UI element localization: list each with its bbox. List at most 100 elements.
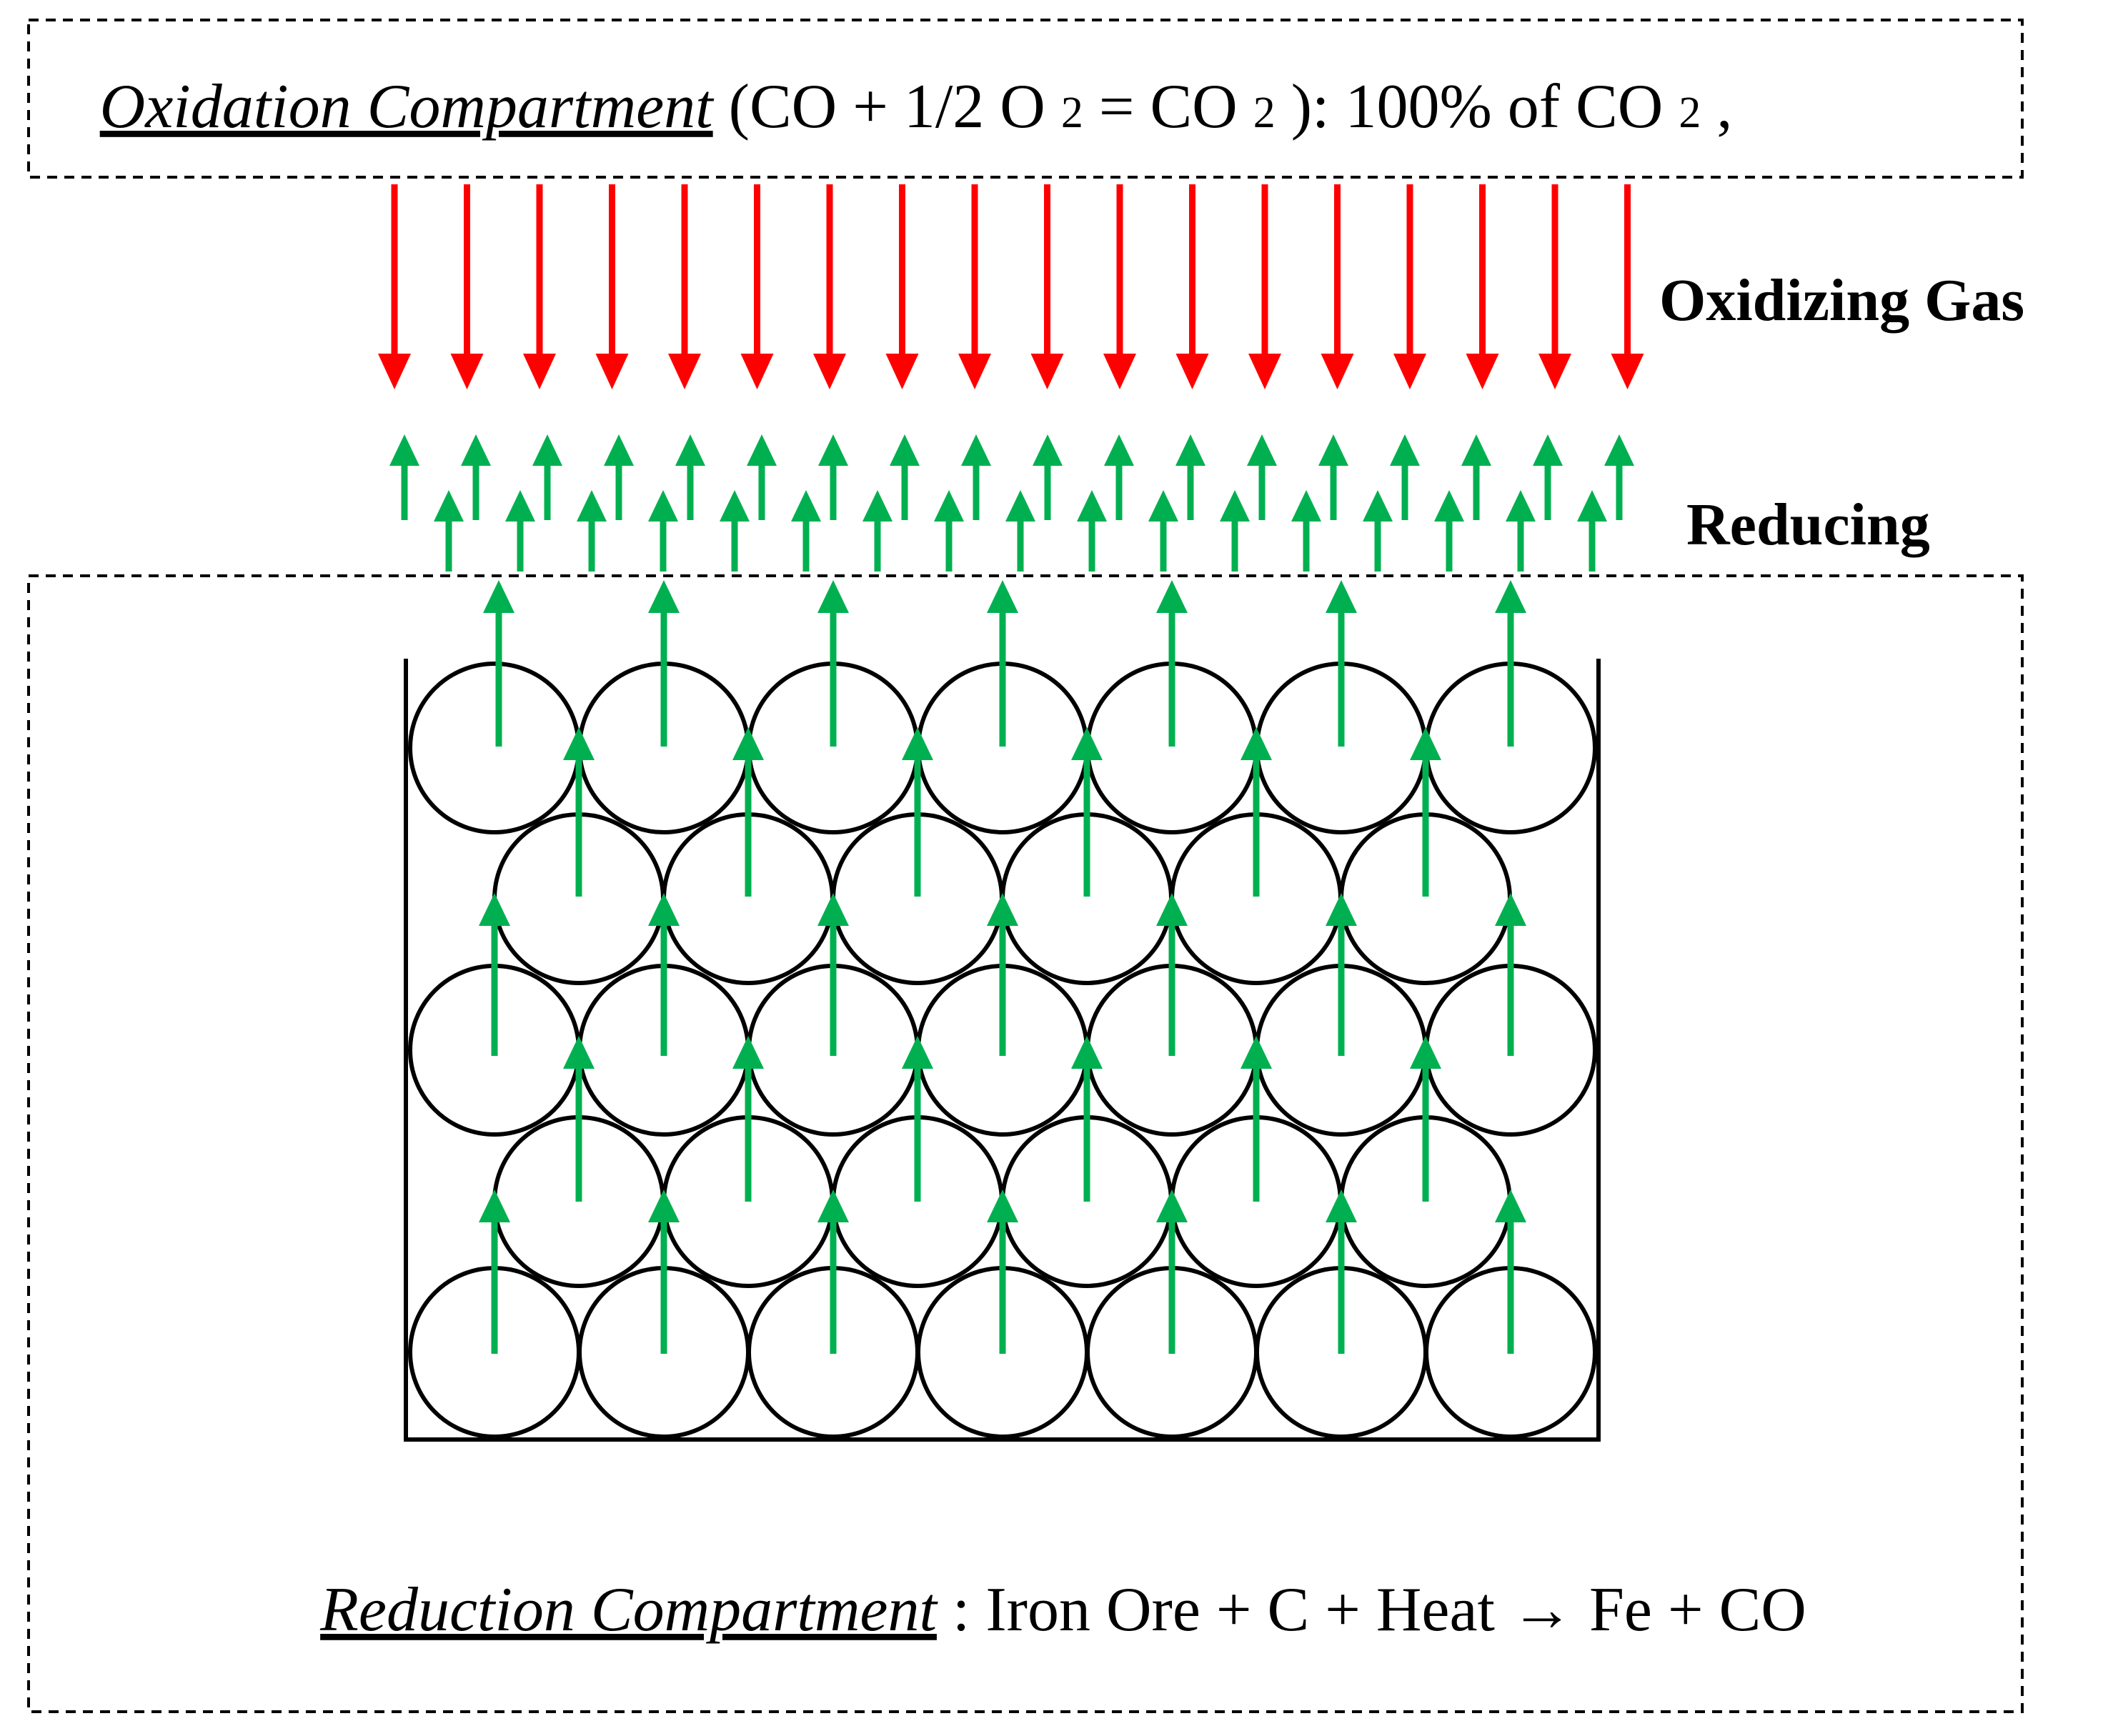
arrow-down-icon [1466,184,1499,389]
arrow-up-icon [1434,490,1464,572]
arrow-up-icon [1241,1036,1272,1202]
reducing-gas-arrows [389,434,1634,1354]
arrow-up-icon [1220,490,1250,572]
arrow-up-icon [1533,434,1563,520]
arrow-up-icon [1604,434,1634,520]
arrow-up-icon [747,434,777,520]
bed-container [404,659,1601,1442]
arrow-down-icon [885,184,919,389]
oxidation-compartment-label: Oxidation Compartment (CO + 1/2 O 2 = CO… [100,72,1733,141]
ore-particle [408,662,581,834]
arrow-up-icon [1241,727,1272,897]
arrow-down-icon [450,184,484,389]
arrow-up-icon [1077,490,1107,572]
arrow-up-icon [818,434,848,520]
arrow-up-icon [1156,580,1188,747]
arrow-up-icon [1577,490,1607,572]
arrow-up-icon [479,1189,510,1354]
arrow-down-icon [1030,184,1064,389]
arrow-up-icon [563,1036,595,1202]
arrow-down-icon [1611,184,1644,389]
arrow-up-icon [817,893,849,1056]
arrow-up-icon [1318,434,1348,520]
arrow-down-icon [740,184,774,389]
arrow-up-icon [961,434,991,520]
arrow-up-icon [532,434,562,520]
arrow-up-icon [604,434,634,520]
arrow-up-icon [434,490,464,572]
oxidizing-gas-arrows [378,184,1644,389]
arrow-up-icon [1148,490,1178,572]
arrow-up-icon [1495,893,1526,1056]
arrow-up-icon [817,580,849,747]
arrow-up-icon [1104,434,1134,520]
arrow-up-icon [1175,434,1205,520]
arrow-up-icon [934,490,964,572]
arrow-up-icon [1506,490,1536,572]
arrow-up-icon [890,434,920,520]
arrow-up-icon [1363,490,1393,572]
arrow-up-icon [1495,1189,1526,1354]
oxidation-equation-part: = CO [1099,72,1238,141]
arrow-up-icon [483,580,514,747]
arrow-up-icon [648,1189,680,1354]
arrow-down-icon [958,184,991,389]
arrow-up-icon [1461,434,1491,520]
arrow-up-icon [577,490,607,572]
arrow-down-icon [523,184,556,389]
oxidation-equation-part: (CO + 1/2 O [729,72,1045,141]
arrow-up-icon [1410,1036,1441,1202]
arrow-down-icon [1248,184,1281,389]
arrow-up-icon [1247,434,1277,520]
arrow-up-icon [1156,1189,1188,1354]
arrow-down-icon [1175,184,1209,389]
oxidation-compartment-title: Oxidation Compartment [100,72,715,141]
arrow-up-icon [461,434,491,520]
arrow-up-icon [987,1189,1018,1354]
arrow-up-icon [732,1036,764,1202]
arrow-up-icon [648,893,680,1056]
arrow-down-icon [813,184,846,389]
oxidation-equation-subscript: 2 [1679,89,1701,137]
oxidation-equation-part: , [1716,72,1732,141]
arrow-up-icon [563,727,595,897]
arrow-up-icon [1291,490,1321,572]
oxidizing-gas-label: Oxidizing Gas [1659,267,2024,334]
reduction-equation: : Iron Ore + C + Heat → Fe + CO [953,1575,1806,1645]
oxidation-equation-subscript: 2 [1061,89,1083,137]
arrow-up-icon [1326,893,1357,1056]
arrow-up-icon [1033,434,1063,520]
arrow-down-icon [378,184,411,389]
arrow-up-icon [1495,580,1526,747]
arrow-up-icon [902,1036,933,1202]
reduction-compartment-title: Reduction Compartment [319,1575,938,1645]
arrow-up-icon [648,580,680,747]
arrow-up-icon [648,490,678,572]
arrow-up-icon [817,1189,849,1354]
arrow-down-icon [1321,184,1354,389]
arrow-up-icon [732,727,764,897]
arrow-up-icon [1156,893,1188,1056]
reduction-compartment-box [27,574,2024,1713]
arrow-up-icon [987,580,1018,747]
arrow-up-icon [1390,434,1420,520]
oxidation-equation-part: ): 100% of CO [1291,72,1664,141]
arrow-down-icon [1103,184,1136,389]
arrow-up-icon [505,490,535,572]
arrow-up-icon [1005,490,1035,572]
arrow-up-icon [791,490,821,572]
arrow-up-icon [1071,727,1103,897]
arrow-down-icon [595,184,629,389]
oxidation-compartment-box [27,19,2024,179]
arrow-down-icon [1538,184,1571,389]
arrow-down-icon [668,184,701,389]
arrow-up-icon [675,434,705,520]
arrow-down-icon [1393,184,1426,389]
arrow-up-icon [1410,727,1441,897]
arrow-up-icon [862,490,893,572]
arrow-up-icon [720,490,750,572]
reducing-label: Reducing [1686,492,1930,558]
oxidation-equation-subscript: 2 [1253,89,1276,137]
arrow-up-icon [987,893,1018,1056]
